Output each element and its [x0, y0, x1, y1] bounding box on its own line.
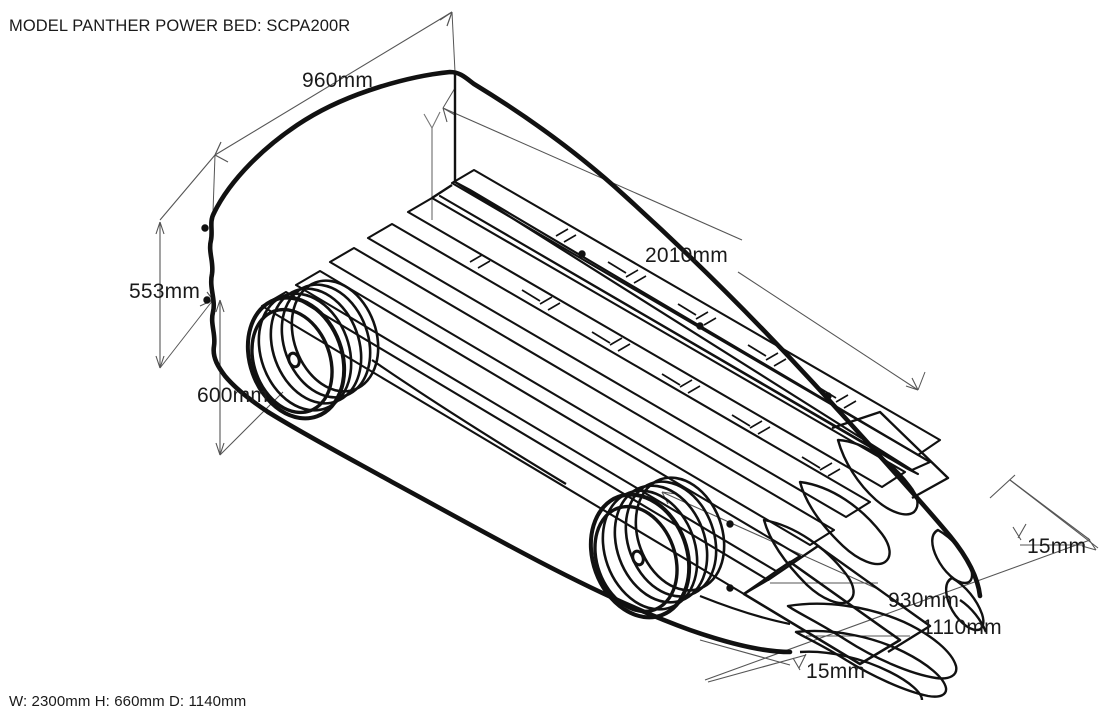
dimension-2010mm: [442, 87, 926, 391]
dimension-960mm: [159, 11, 456, 221]
dimension-label-15mm-right: 15mm: [1027, 535, 1087, 558]
dimension-553mm: [155, 221, 214, 369]
dimension-label-600mm: 600mm: [197, 384, 269, 407]
dimension-label-15mm-left: 15mm: [806, 660, 866, 683]
chassis-side-panel: [201, 224, 832, 626]
dimension-label-960mm: 960mm: [302, 69, 374, 92]
rear-headboard: [431, 74, 457, 200]
slat-connectors: [521, 261, 837, 469]
dimension-label-2010mm: 2010mm: [645, 244, 728, 267]
front-bonnet: [742, 410, 950, 666]
slat-rungs: [469, 228, 857, 477]
dimension-label-930mm: 930mm: [888, 589, 960, 612]
footer-dimensions: W: 2300mm H: 660mm D: 1140mm: [9, 693, 247, 710]
dimension-label-1110mm: 1110mm: [922, 616, 1002, 639]
dimension-15mm-left: [699, 639, 807, 683]
page-title: MODEL PANTHER POWER BED: SCPA200R: [9, 17, 351, 35]
dimension-label-553mm: 553mm: [129, 280, 201, 303]
front-grille: [786, 528, 988, 701]
front-wheel: [588, 476, 726, 620]
rear-wheel: [245, 279, 380, 421]
headboard-reference-line: [423, 72, 456, 220]
car-body-outline: [207, 69, 983, 655]
